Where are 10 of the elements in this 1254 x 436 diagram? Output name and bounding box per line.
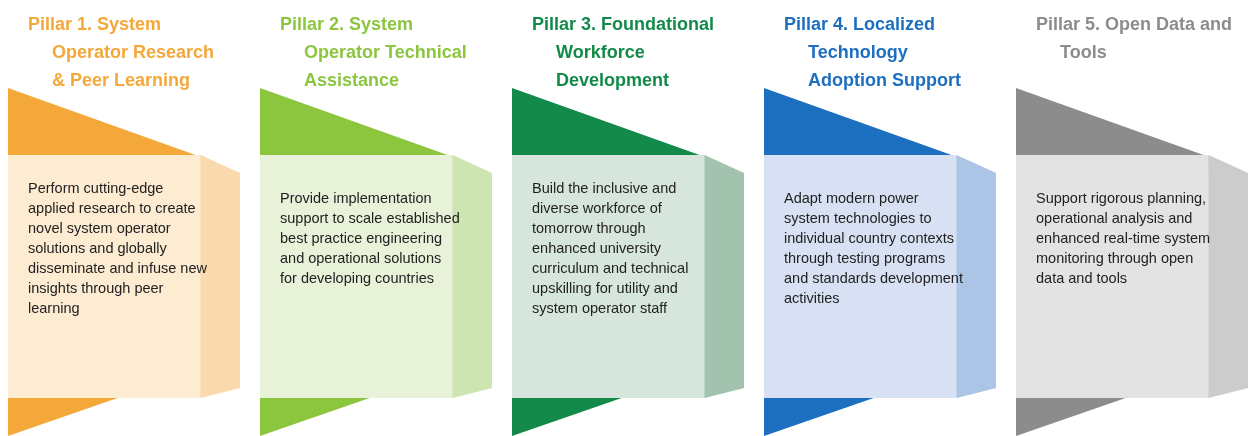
pillar-description: Provide implementation support to scale established best practice engineering and operational solutions for developing countries: [280, 189, 460, 288]
pillar-title: Pillar 5. Open Data and Tools: [1035, 13, 1234, 64]
pillar-description: Adapt modern power system technologies to individual country contexts through testing programs and standards development activities: [784, 189, 964, 308]
pillar-title: Pillar 4. Localized Technology Adoption Support: [783, 13, 962, 92]
pillar-description: Perform cutting-edge applied research to create novel system operator solutions and globally disseminate and infuse new insights through peer learning: [28, 179, 208, 318]
pillar-description: Support rigorous planning, operational analysis and enhanced real-time system monitoring through open data and tools: [1036, 189, 1212, 288]
pillar-title: Pillar 2. System Operator Technical Assistance: [279, 13, 468, 92]
pillar-description: Build the inclusive and diverse workforce of tomorrow through enhanced university curriculum and technical upskilling for utility and system operator staff: [532, 179, 690, 318]
pillar-title: Pillar 1. System Operator Research & Peer Learning: [27, 13, 216, 92]
pillar-title: Pillar 3. Foundational Workforce Development: [531, 13, 716, 92]
